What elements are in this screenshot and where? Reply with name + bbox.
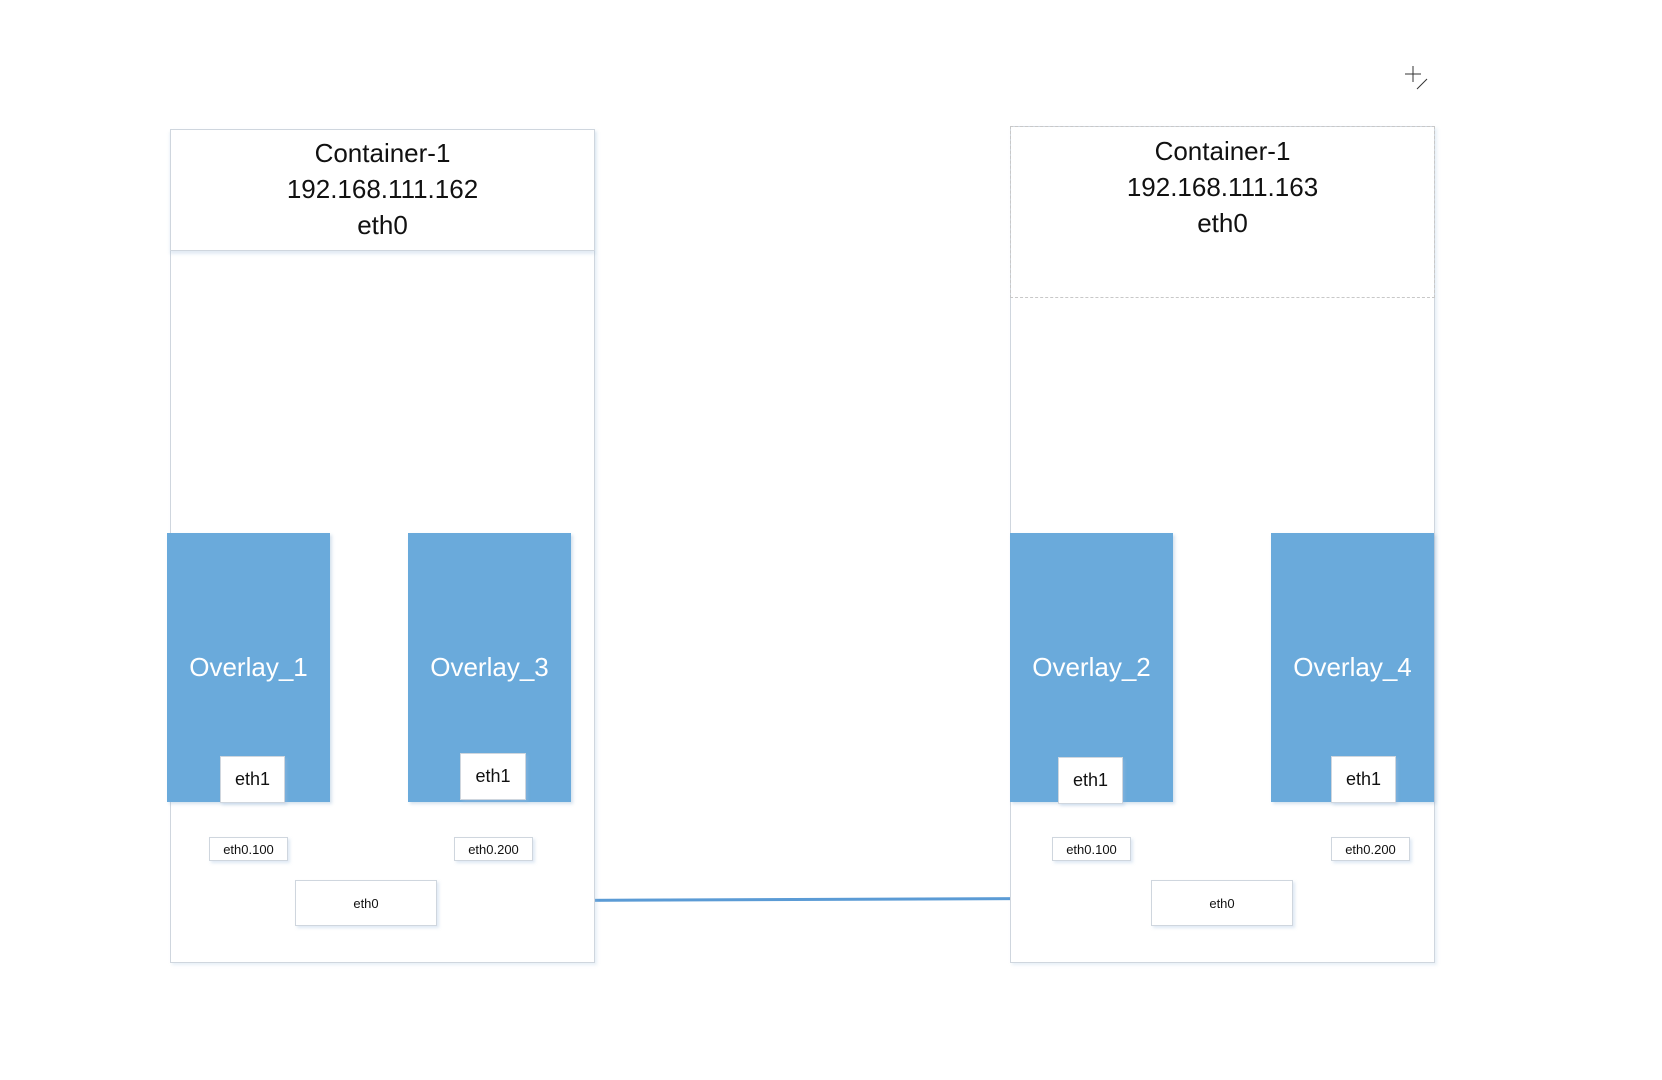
- overlay-label: Overlay_1: [189, 652, 308, 682]
- overlay-2-eth1[interactable]: eth1: [1058, 757, 1123, 804]
- host-1-eth0[interactable]: eth0: [295, 880, 437, 926]
- host-1-header: Container-1 192.168.111.162 eth0: [170, 129, 595, 251]
- crosshair-cursor-icon: [1405, 66, 1428, 90]
- host-iface: eth0: [1197, 208, 1248, 238]
- overlay-label: Overlay_2: [1032, 652, 1151, 682]
- overlay-label: Overlay_4: [1293, 652, 1412, 682]
- host-ip: 192.168.111.163: [1126, 172, 1319, 202]
- eth0-200-interface[interactable]: eth0.200: [1331, 837, 1410, 861]
- host-iface: eth0: [357, 210, 408, 240]
- eth0-100-interface[interactable]: eth0.100: [1052, 837, 1131, 861]
- host-title: Container-1: [314, 138, 451, 168]
- overlay-3[interactable]: Overlay_3: [408, 533, 571, 802]
- host-2-eth0[interactable]: eth0: [1151, 880, 1293, 926]
- eth0-100-interface[interactable]: eth0.100: [209, 837, 288, 861]
- overlay-3-eth1[interactable]: eth1: [460, 753, 526, 800]
- overlay-label: Overlay_3: [430, 652, 549, 682]
- host-title: Container-1: [1154, 136, 1291, 166]
- eth0-200-interface[interactable]: eth0.200: [454, 837, 533, 861]
- host-2-header[interactable]: Container-1 192.168.111.163 eth0: [1010, 126, 1435, 298]
- overlay-4-eth1[interactable]: eth1: [1331, 756, 1396, 803]
- overlay-1-eth1[interactable]: eth1: [220, 756, 285, 803]
- host-ip: 192.168.111.162: [286, 174, 479, 204]
